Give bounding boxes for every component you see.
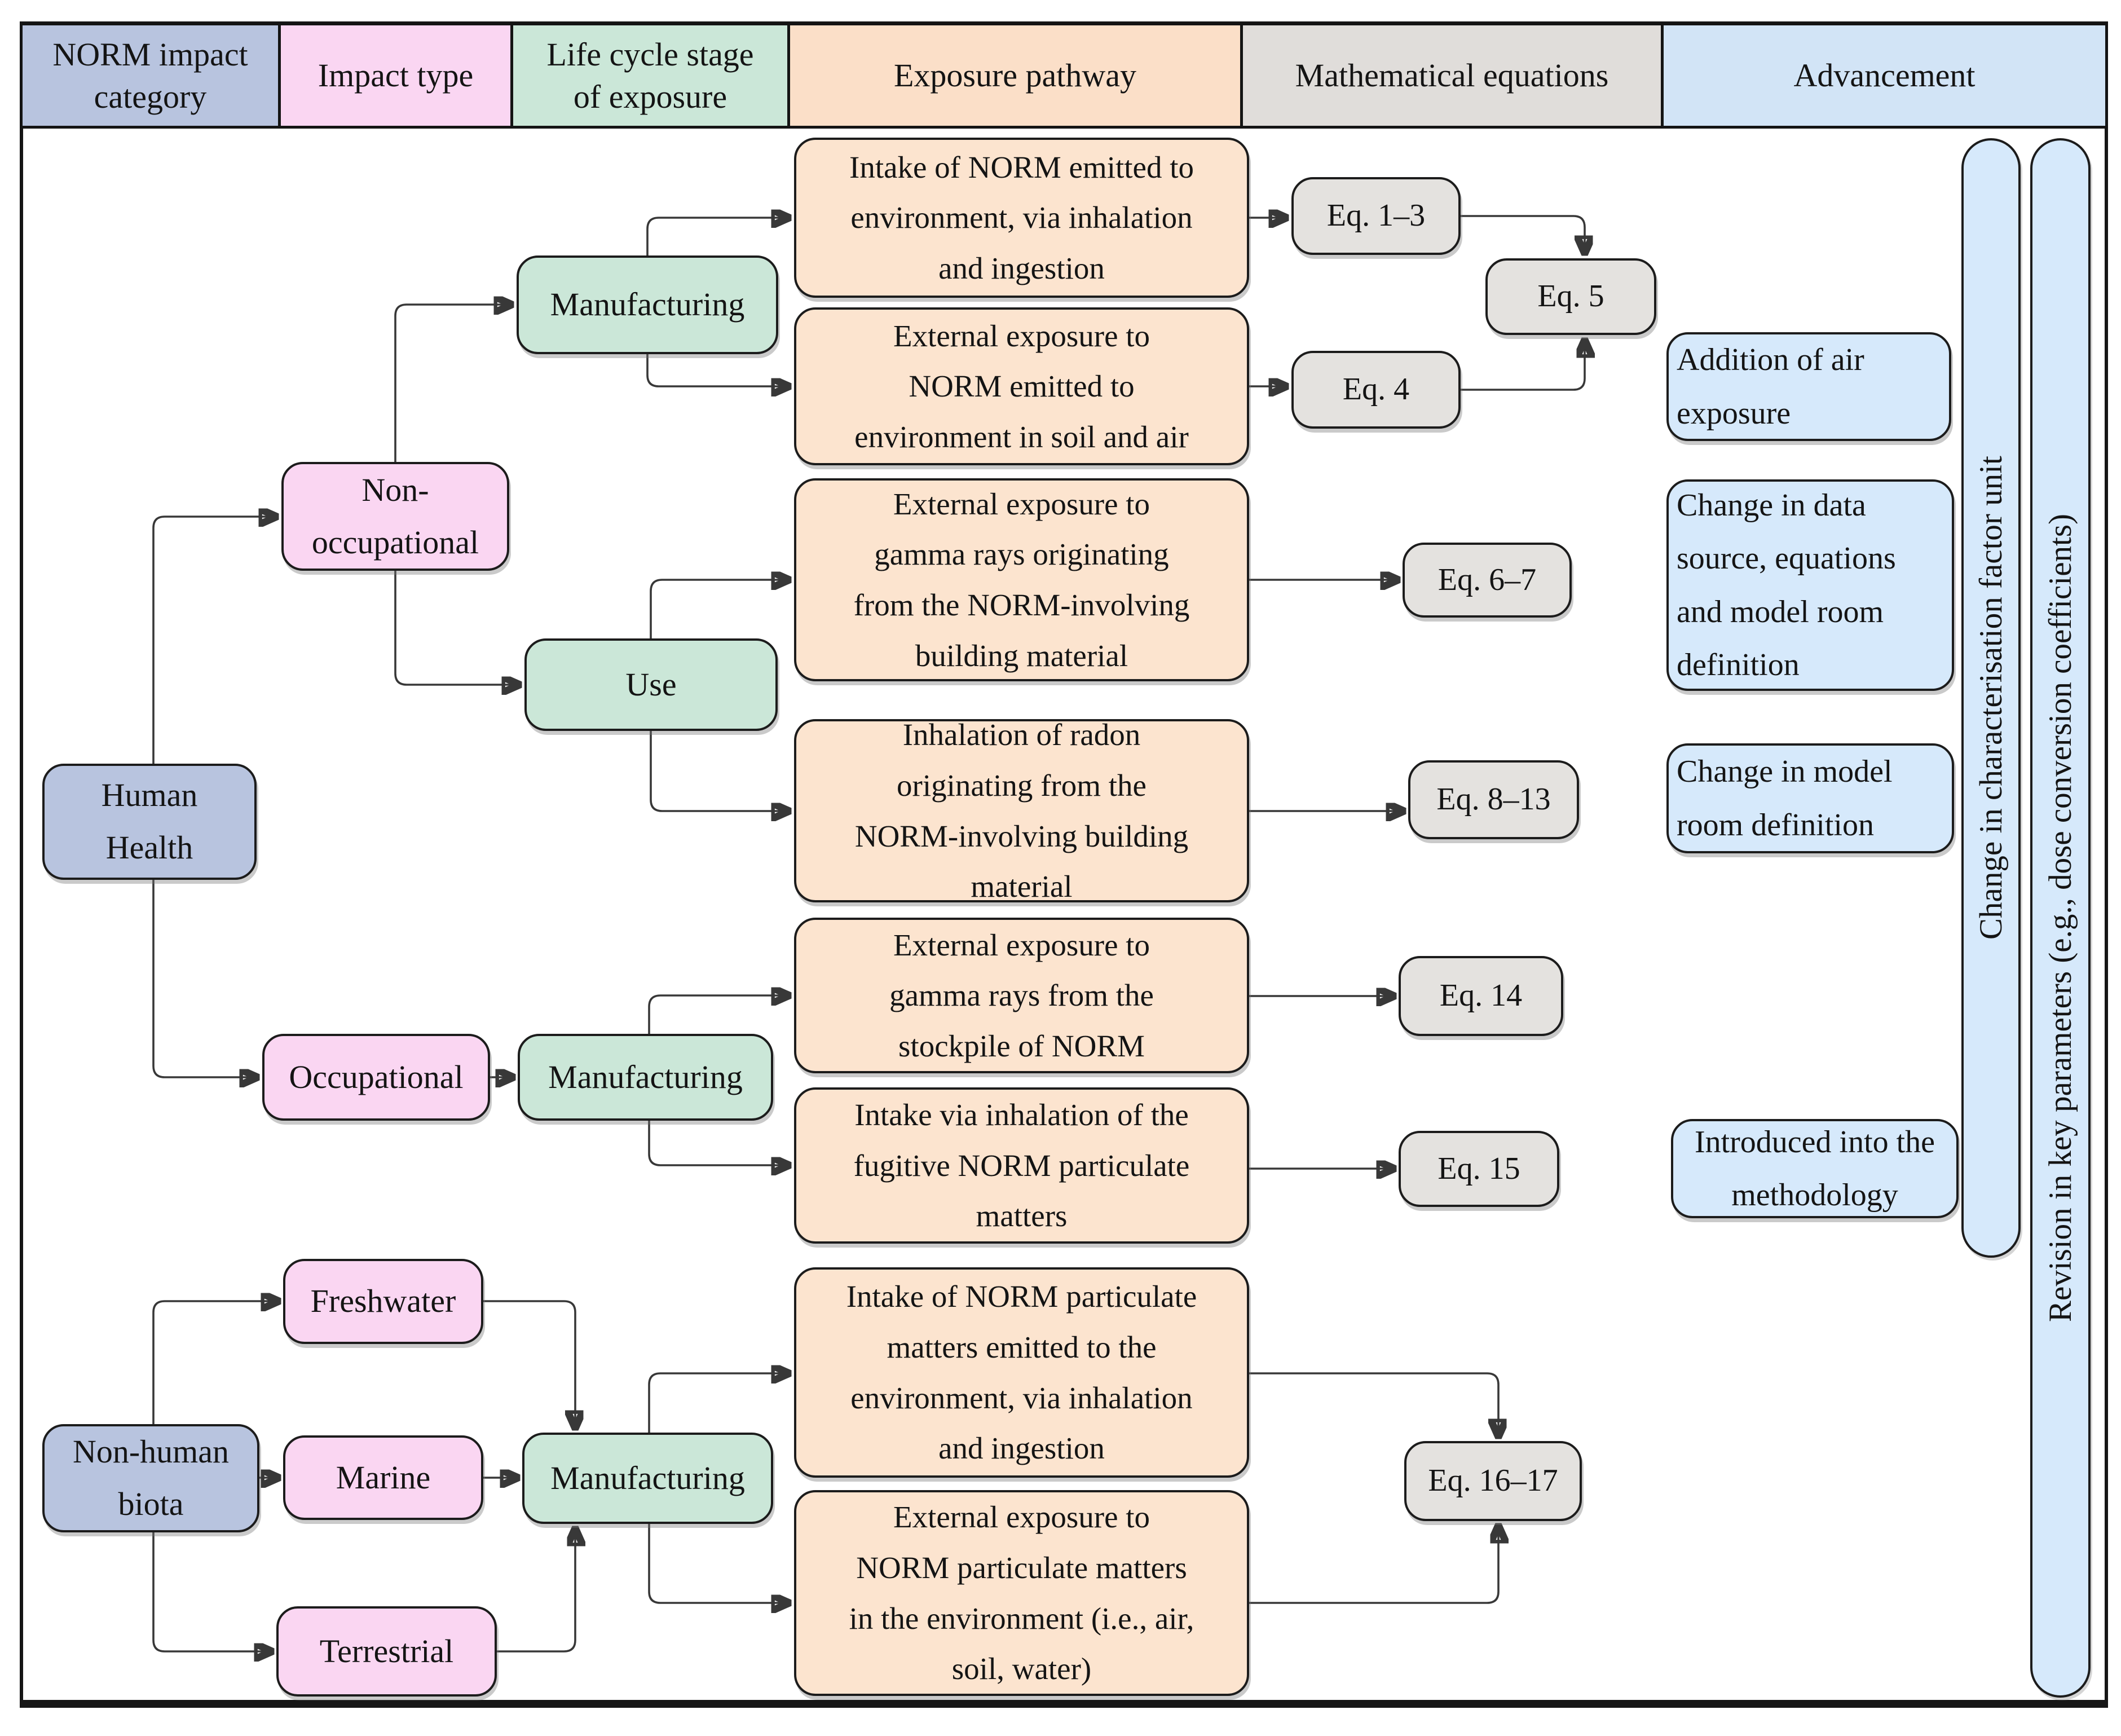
header-mathematical-equations: Mathematical equations	[1240, 23, 1664, 129]
node-manufacturing-3: Manufacturing	[522, 1433, 773, 1524]
node-marine: Marine	[283, 1435, 483, 1520]
node-pathway-fugitive-particulate: Intake via inhalation of the fugitive NO…	[794, 1087, 1249, 1244]
node-adv-introduced-methodology: Introduced into the methodology	[1671, 1119, 1959, 1218]
node-terrestrial: Terrestrial	[276, 1606, 497, 1697]
node-human-health: Human Health	[42, 764, 257, 880]
node-pathway-gamma-building-material: External exposure to gamma rays originat…	[794, 478, 1249, 681]
node-eq-15: Eq. 15	[1399, 1131, 1559, 1207]
node-adv-change-data-source: Change in data source, equations and mod…	[1666, 479, 1954, 691]
node-pathway-radon-building-material: Inhalation of radon originating from the…	[794, 717, 1249, 904]
node-freshwater: Freshwater	[283, 1259, 483, 1344]
node-occupational: Occupational	[262, 1034, 490, 1121]
node-adv-change-model-room: Change in model room definition	[1666, 743, 1954, 853]
header-impact-type: Impact type	[278, 23, 513, 129]
node-non-occupational: Non- occupational	[281, 462, 509, 571]
header-norm-impact-category: NORM impact category	[20, 23, 281, 129]
header-life-cycle-stage: Life cycle stage of exposure	[510, 23, 790, 129]
node-pathway-intake-norm-emitted: Intake of NORM emitted to environment, v…	[794, 138, 1249, 298]
node-pathway-intake-particulate-biota: Intake of NORM particulate matters emitt…	[794, 1267, 1249, 1478]
node-eq-8-13: Eq. 8–13	[1408, 760, 1579, 839]
node-eq-5: Eq. 5	[1485, 258, 1656, 335]
header-exposure-pathway: Exposure pathway	[787, 23, 1243, 129]
node-eq-6-7: Eq. 6–7	[1403, 543, 1572, 618]
node-manufacturing-1: Manufacturing	[517, 255, 778, 354]
bar-revision-key-parameters: Revision in key parameters (e.g., dose c…	[2030, 138, 2091, 1698]
bar-change-characterisation-factor-unit: Change in characterisation factor unit	[1961, 138, 2021, 1258]
node-eq-16-17: Eq. 16–17	[1404, 1441, 1582, 1521]
header-advancement: Advancement	[1661, 23, 2108, 129]
node-non-human-biota: Non-human biota	[42, 1424, 259, 1532]
node-pathway-gamma-stockpile: External exposure to gamma rays from the…	[794, 918, 1249, 1073]
node-adv-addition-air-exposure: Addition of air exposure	[1666, 332, 1951, 441]
node-manufacturing-2: Manufacturing	[518, 1034, 773, 1121]
node-pathway-external-soil-air: External exposure to NORM emitted to env…	[794, 307, 1249, 465]
node-pathway-external-particulate-biota: External exposure to NORM particulate ma…	[794, 1490, 1249, 1696]
node-eq-4: Eq. 4	[1291, 351, 1461, 429]
node-eq-1-3: Eq. 1–3	[1291, 177, 1461, 255]
node-use: Use	[524, 638, 778, 731]
node-eq-14: Eq. 14	[1399, 956, 1563, 1036]
